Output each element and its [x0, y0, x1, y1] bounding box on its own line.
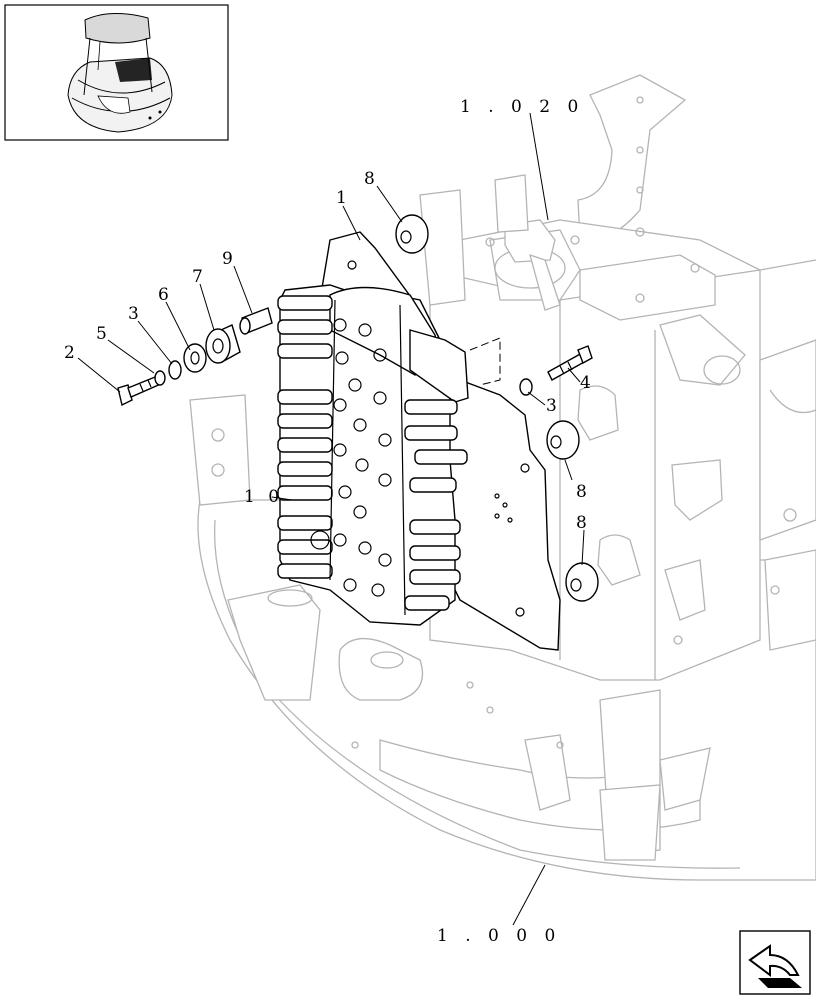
callout-2: 2 — [64, 343, 75, 363]
callout-3-right: 3 — [546, 396, 557, 416]
rubber-mount-lower-part-8 — [565, 562, 599, 602]
thumbnail-overview[interactable] — [4, 4, 229, 141]
callout-labels: 1 2 3 3 4 5 6 7 8 8 8 9 1 0 — [64, 169, 591, 533]
machine-overview-thumbnail — [67, 12, 173, 133]
rubber-mount-part-7 — [205, 324, 241, 364]
washer-right-part-3 — [519, 378, 533, 396]
callout-10: 1 0 — [244, 487, 283, 507]
reference-label-top[interactable]: 1 . 0 2 0 — [460, 97, 584, 117]
control-valve-block — [277, 284, 469, 626]
callout-9: 9 — [222, 249, 233, 269]
washer-part-3 — [168, 360, 182, 380]
callout-4: 4 — [580, 373, 591, 393]
bolt-part-2 — [117, 374, 164, 407]
leader-lines — [77, 112, 585, 926]
callout-5: 5 — [96, 324, 107, 344]
rubber-mount-top-part-8 — [395, 214, 429, 254]
fastener-stack — [117, 307, 273, 407]
callout-6: 6 — [158, 285, 169, 305]
next-page-button[interactable] — [739, 930, 811, 995]
reference-label-bottom[interactable]: 1 . 0 0 0 — [437, 926, 561, 946]
valve-spools — [277, 295, 468, 611]
lock-washer-part-5 — [154, 370, 166, 386]
callout-3-left: 3 — [128, 304, 139, 324]
callout-1: 1 — [336, 188, 347, 208]
callout-8-top: 8 — [364, 169, 375, 189]
callout-7: 7 — [192, 267, 203, 287]
callout-8-lower: 8 — [576, 513, 587, 533]
next-page-arrow-icon — [748, 944, 802, 988]
rubber-mount-middle-part-8 — [546, 420, 580, 460]
callout-8-middle: 8 — [576, 482, 587, 502]
washer-part-6 — [183, 343, 207, 373]
spacer-sleeve-part-9 — [239, 307, 273, 335]
bolt-part-4 — [547, 345, 593, 381]
